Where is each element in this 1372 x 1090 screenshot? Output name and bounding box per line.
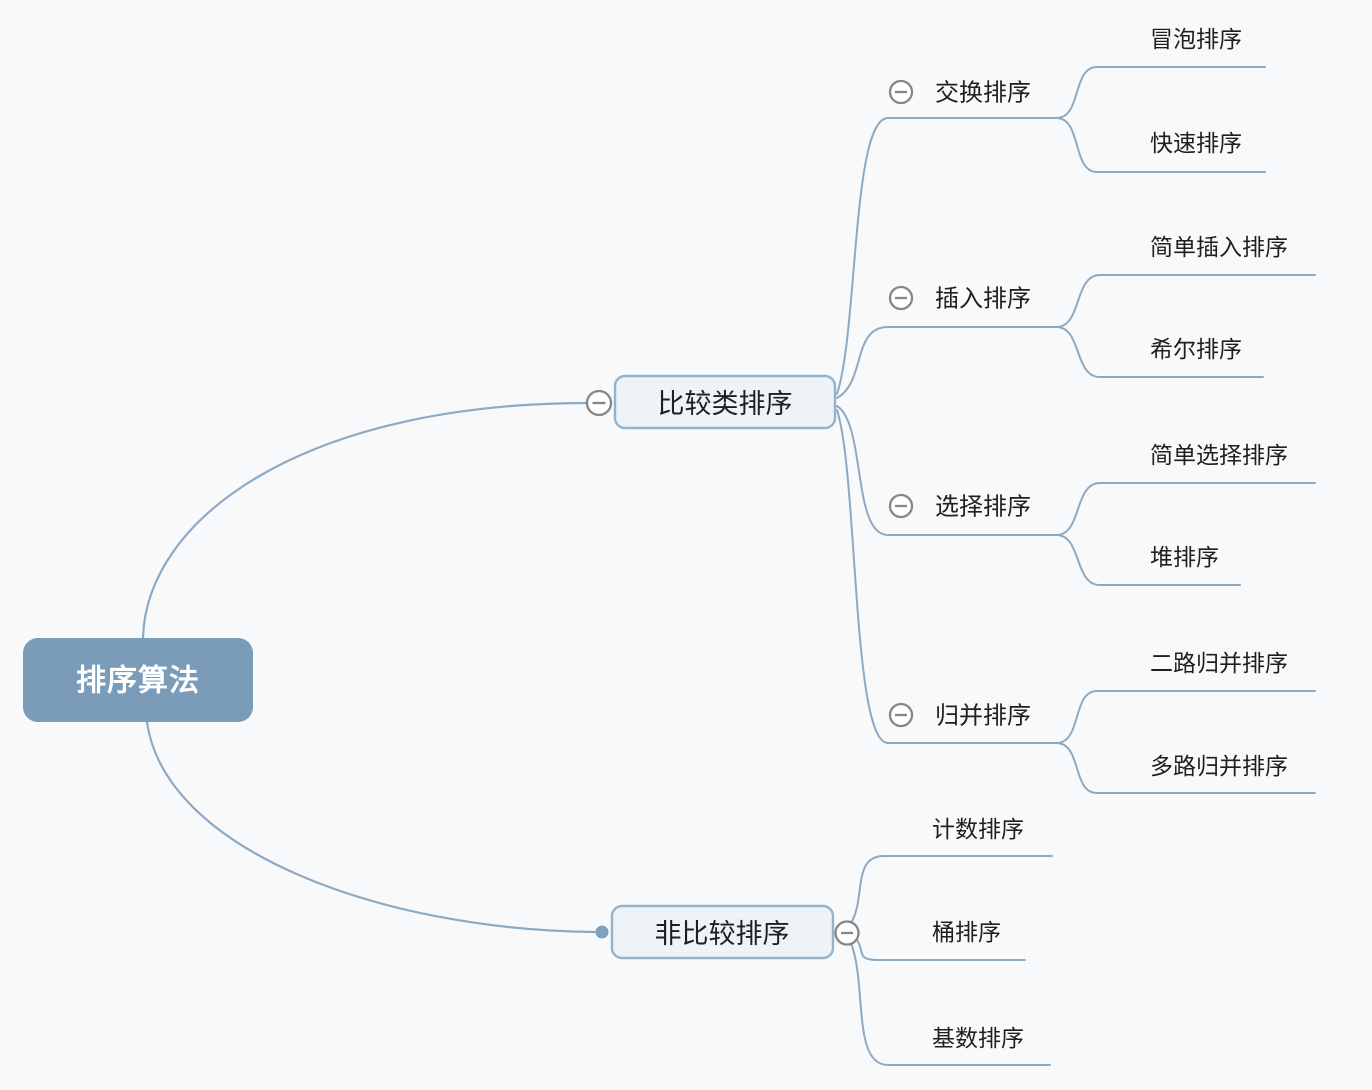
branch-curve-quick-sort (1056, 117, 1266, 173)
topic-label-insertion-sort[interactable]: 插入排序 (935, 286, 1031, 313)
collapse-icon-noncomparison-sort[interactable] (834, 920, 860, 946)
topic-label-simple-selection-sort[interactable]: 简单选择排序 (1150, 442, 1288, 468)
topic-label-multi-way-merge-sort[interactable]: 多路归并排序 (1150, 753, 1288, 779)
topic-comparison-sort[interactable]: 比较类排序 (613, 374, 837, 430)
root-topic-label: 排序算法 (76, 664, 200, 698)
branch-curve-exchange-sort (836, 117, 1058, 395)
topic-label-bubble-sort[interactable]: 冒泡排序 (1150, 26, 1242, 52)
connection-dot (595, 925, 609, 939)
branch-curve-shell-sort (1056, 326, 1264, 378)
branch-curve-merge-sort (836, 409, 1058, 744)
collapse-icon-insertion-sort[interactable] (888, 285, 914, 311)
branch-curve-root-to-comparison (141, 401, 588, 640)
topic-label-shell-sort[interactable]: 希尔排序 (1150, 336, 1242, 362)
branch-curve-two-way-merge-sort (1056, 690, 1316, 744)
topic-label-bucket-sort[interactable]: 桶排序 (932, 919, 1001, 945)
collapse-icon-comparison-sort[interactable] (585, 389, 613, 417)
branch-curve-multi-way-merge-sort (1056, 742, 1316, 794)
collapse-icon-exchange-sort[interactable] (888, 79, 914, 105)
branch-curve-bucket-sort (856, 939, 1026, 961)
branch-curve-root-to-noncomparison (145, 720, 597, 934)
topic-box-noncomparison-sort[interactable] (610, 904, 835, 960)
branch-curve-counting-sort (850, 855, 1053, 924)
topic-label-merge-sort[interactable]: 归并排序 (935, 703, 1031, 730)
topic-noncomparison-sort[interactable]: 非比较排序 (610, 904, 835, 960)
branch-curve-selection-sort (836, 405, 1058, 536)
topic-label-counting-sort[interactable]: 计数排序 (932, 816, 1024, 842)
collapse-icon-merge-sort[interactable] (888, 702, 914, 728)
branch-curve-simple-insertion-sort (1056, 274, 1316, 328)
topic-box-comparison-sort[interactable] (613, 374, 837, 430)
topic-label-quick-sort[interactable]: 快速排序 (1150, 130, 1242, 156)
root-topic-box[interactable] (23, 638, 253, 722)
branch-curve-radix-sort (850, 942, 1051, 1066)
topic-label-noncomparison-sort: 非比较排序 (655, 919, 790, 949)
topic-label-comparison-sort: 比较类排序 (658, 389, 793, 419)
topic-label-exchange-sort[interactable]: 交换排序 (935, 80, 1031, 107)
topic-label-two-way-merge-sort[interactable]: 二路归并排序 (1150, 650, 1288, 676)
root-topic[interactable]: 排序算法 (23, 638, 253, 722)
collapse-icon-selection-sort[interactable] (888, 493, 914, 519)
branch-curve-insertion-sort (836, 326, 1058, 399)
topic-label-simple-insertion-sort[interactable]: 简单插入排序 (1150, 234, 1288, 260)
branch-curve-bubble-sort (1056, 66, 1266, 119)
branch-curve-simple-selection-sort (1056, 482, 1316, 536)
topic-label-radix-sort[interactable]: 基数排序 (932, 1025, 1024, 1051)
branch-curve-heap-sort (1056, 534, 1241, 586)
topic-label-heap-sort[interactable]: 堆排序 (1150, 544, 1219, 570)
topic-label-selection-sort[interactable]: 选择排序 (935, 494, 1031, 521)
